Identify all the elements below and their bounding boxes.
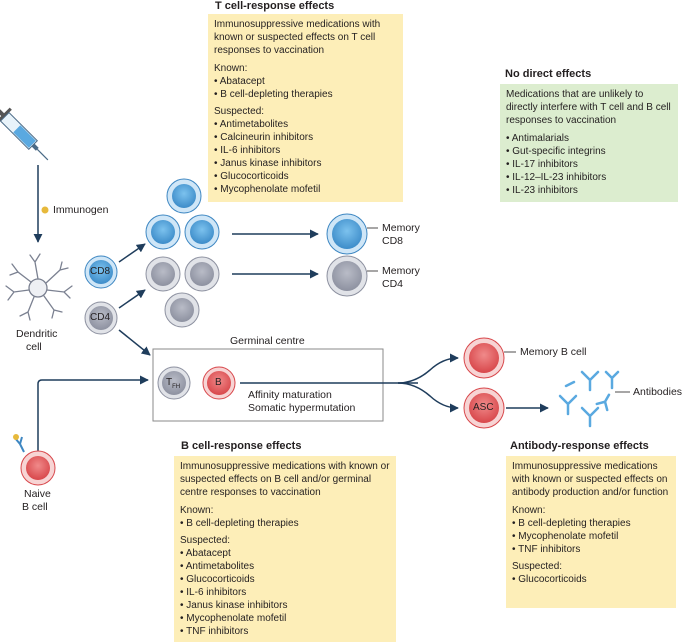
no-direct-description: Medications that are unlikely to directl…	[506, 89, 671, 126]
asc-label: ASC	[473, 402, 494, 413]
b-cell-suspected-item: IL-6 inhibitors	[180, 586, 390, 599]
tfh-label-sub: FH	[172, 384, 181, 390]
memory-b-label: Memory B cell	[520, 346, 587, 358]
memory-cd8-cell	[326, 213, 368, 255]
b-cell-description: Immunosuppressive medications with known…	[180, 461, 390, 498]
affinity-label: Affinity maturation	[248, 389, 332, 401]
germinal-centre-box	[152, 348, 384, 422]
antibody-box: Immunosuppressive medications with known…	[506, 456, 676, 608]
antibody-known-label: Known:	[512, 505, 546, 516]
asc-cell	[463, 387, 505, 429]
t-cell-suspected-item: Mycophenolate mofetil	[214, 183, 397, 196]
t-cell-suspected-item: Janus kinase inhibitors	[214, 157, 397, 170]
naive-b-label-line1: Naive	[24, 488, 51, 500]
somatic-label: Somatic hypermutation	[248, 402, 356, 414]
cd8-cell	[84, 255, 118, 289]
no-direct-item: Antimalarials	[506, 132, 672, 145]
antibody-known-item: Mycophenolate mofetil	[512, 530, 670, 543]
b-cell-suspected-item: Antimetabolites	[180, 560, 390, 573]
no-direct-item: IL-12–IL-23 inhibitors	[506, 171, 672, 184]
t-cell-suspected-item: Glucocorticoids	[214, 170, 397, 183]
memory-cd4-label-line2: CD4	[382, 278, 404, 290]
antibody-known-item: B cell-depleting therapies	[512, 517, 670, 530]
t-cell-known-item: B cell-depleting therapies	[214, 88, 397, 101]
antibody-known-item: TNF inhibitors	[512, 543, 670, 556]
antibody-title: Antibody-response effects	[510, 440, 649, 452]
cd8-label: CD8	[90, 266, 111, 277]
tfh-cell	[157, 366, 191, 400]
no-direct-item: IL-23 inhibitors	[506, 184, 672, 197]
tfh-label-main: T	[166, 377, 173, 388]
no-direct-title: No direct effects	[505, 68, 592, 80]
t-cell-description: Immunosuppressive medications with known…	[214, 19, 381, 56]
b-cell-suspected-item: TNF inhibitors	[180, 625, 390, 638]
no-direct-item: Gut-specific integrins	[506, 145, 672, 158]
b-cell-suspected-item: Abatacept	[180, 547, 390, 560]
dendritic-label-line2: cell	[26, 341, 42, 353]
b-cell-suspected-label: Suspected:	[180, 535, 231, 546]
antibodies-label: Antibodies	[633, 386, 683, 398]
bcr-antigen-icon	[13, 434, 25, 453]
b-cell-known-label: Known:	[180, 505, 214, 516]
no-direct-box: Medications that are unlikely to directl…	[500, 84, 678, 202]
tfh-label: TFH	[166, 377, 180, 393]
b-cell-box: Immunosuppressive medications with known…	[174, 456, 396, 642]
naive-b-label-line2: B cell	[22, 501, 48, 513]
cd4-expansion-cluster	[145, 256, 220, 328]
cd8-expansion-cluster	[145, 178, 220, 250]
antibody-description: Immunosuppressive medications with known…	[512, 461, 669, 498]
b-cell-suspected-item: Janus kinase inhibitors	[180, 599, 390, 612]
t-cell-known-item: Abatacept	[214, 75, 397, 88]
antibody-suspected-label: Suspected:	[512, 561, 563, 572]
cd4-cell	[84, 301, 118, 335]
t-cell-known-label: Known:	[214, 63, 248, 74]
syringe-icon	[0, 106, 49, 161]
antibodies-icon	[558, 370, 620, 428]
memory-cd8-label-line2: CD8	[382, 235, 404, 247]
dendritic-cell-icon	[5, 253, 73, 321]
t-cell-suspected-item: Calcineurin inhibitors	[214, 131, 397, 144]
t-cell-suspected-item: IL-6 inhibitors	[214, 144, 397, 157]
germinal-centre-label: Germinal centre	[230, 335, 305, 347]
t-cell-suspected-item: Antimetabolites	[214, 118, 397, 131]
dendritic-label-line1: Dendritic	[16, 328, 58, 340]
t-cell-box: Immunosuppressive medications with known…	[208, 14, 403, 202]
naive-b-cell	[20, 450, 56, 486]
memory-cd4-label-line1: Memory	[382, 265, 420, 277]
b-cell-known-item: B cell-depleting therapies	[180, 517, 390, 530]
b-cell-title: B cell-response effects	[181, 440, 302, 452]
b-cell-suspected-item: Glucocorticoids	[180, 573, 390, 586]
cd4-label: CD4	[90, 312, 111, 323]
immunogen-label: Immunogen	[53, 204, 109, 216]
b-cell-suspected-item: Mycophenolate mofetil	[180, 612, 390, 625]
immunogen-dot	[41, 206, 49, 214]
antibody-suspected-item: Glucocorticoids	[512, 573, 670, 586]
memory-cd8-label-line1: Memory	[382, 222, 420, 234]
memory-b-cell	[463, 337, 505, 379]
gc-b-cell	[202, 366, 236, 400]
memory-cd4-cell	[326, 255, 368, 297]
no-direct-item: IL-17 inhibitors	[506, 158, 672, 171]
t-cell-suspected-label: Suspected:	[214, 106, 265, 117]
gc-b-label: B	[215, 377, 222, 388]
t-cell-title: T cell-response effects	[215, 0, 335, 12]
